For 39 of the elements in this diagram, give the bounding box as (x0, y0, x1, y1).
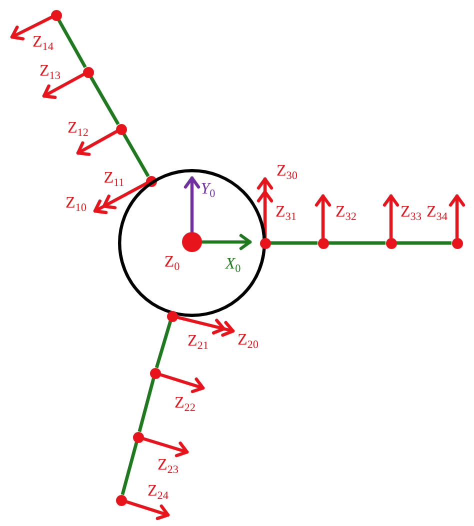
joint-dot (116, 494, 126, 506)
axis-label: Z$_{30}$ (276, 164, 298, 182)
axis-label: Z$_{11}$ (104, 170, 124, 190)
joint-dot (150, 368, 160, 378)
joint-dot (318, 238, 328, 248)
joint-dot (82, 66, 94, 78)
link-line (396, 241, 452, 245)
joint-dot (260, 238, 270, 248)
link-line (328, 241, 386, 245)
joint-dot (132, 432, 144, 442)
link-line (270, 241, 318, 245)
link-line (57, 18, 87, 68)
link-line (154, 320, 172, 368)
joint-dot (50, 10, 62, 20)
axis-label: Z$_{0}$ (164, 254, 180, 274)
axis-label: Z$_{21}$ (188, 334, 208, 352)
link-line (122, 132, 150, 178)
axis-label: X$_{0}$ (225, 256, 241, 276)
axis-label: Z$_{31}$ (276, 204, 296, 224)
axis-label: Y$_{0}$ (200, 182, 216, 200)
axis-label: Z$_{13}$ (40, 64, 60, 82)
axis-label: Z$_{22}$ (174, 396, 196, 414)
axis-label: Z$_{24}$ (148, 484, 168, 502)
link-line (138, 378, 156, 432)
axis-label: Z$_{23}$ (158, 458, 178, 476)
origin-dot (182, 232, 202, 252)
axis-label: Z$_{32}$ (336, 204, 356, 224)
axis-label: Z$_{10}$ (66, 196, 86, 214)
axis-label: Z$_{33}$ (400, 204, 422, 224)
axis-label: Z$_{34}$ (426, 204, 448, 224)
link-line (120, 442, 138, 496)
axis-label: Z$_{14}$ (32, 34, 54, 54)
joint-dot (452, 238, 462, 248)
joint-dot (116, 124, 126, 134)
link-line (89, 76, 120, 126)
axis-label: Z$_{20}$ (238, 332, 258, 352)
axis-label: Z$_{12}$ (68, 120, 88, 140)
joint-dot (166, 310, 178, 322)
joint-dot (386, 238, 396, 248)
